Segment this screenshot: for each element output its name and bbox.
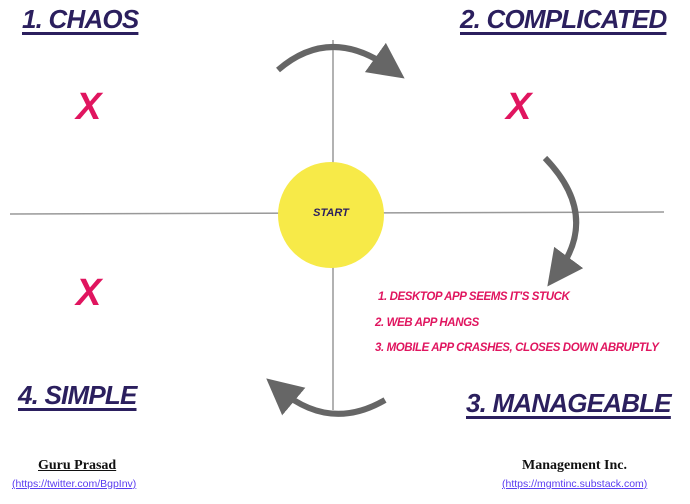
arrow-bottom	[266, 378, 387, 417]
quadrant-simple-title: 4. Simple	[18, 380, 137, 410]
quadrant-chaos-title: 1. Chaos	[22, 4, 139, 34]
quadrant-manageable-title: 3. Manageable	[466, 388, 672, 418]
substack-link[interactable]: (https://mgmtinc.substack.com)	[502, 478, 648, 490]
issue-item: 3. Mobile app crashes, closes down abrup…	[375, 342, 659, 354]
issue-item: 2. Web app hangs	[375, 317, 479, 329]
publication-name: Management Inc.	[522, 458, 627, 473]
x-mark-simple: X	[76, 272, 102, 314]
start-circle	[278, 162, 384, 268]
author-name: Guru Prasad	[38, 458, 117, 473]
twitter-link[interactable]: (https://twitter.com/BgpInv)	[12, 478, 137, 490]
quadrant-complicated-title: 2. Complicated	[460, 4, 667, 34]
arrow-top	[276, 42, 405, 79]
arrow-right	[542, 155, 584, 287]
x-mark-complicated: X	[506, 86, 532, 128]
issue-item: 1. Desktop app seems it's stuck	[378, 291, 570, 303]
x-mark-chaos: X	[76, 86, 102, 128]
start-label: START	[313, 207, 349, 219]
